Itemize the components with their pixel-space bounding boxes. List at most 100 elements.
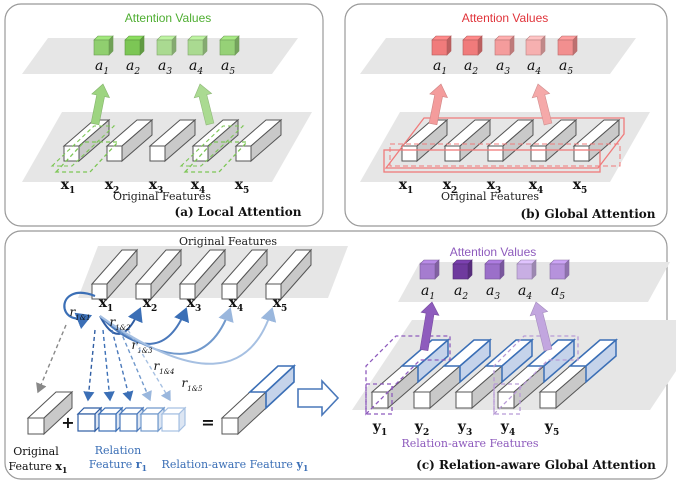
original-feature-label-line2: Feature x1 bbox=[8, 460, 67, 475]
relation-aware-bar-5 bbox=[538, 338, 619, 410]
down-arrow-relation-3 bbox=[111, 329, 134, 402]
attention-label-a4: a4 bbox=[189, 58, 203, 77]
attention-cube-1 bbox=[93, 35, 114, 56]
c-feature-label-x1: x1 bbox=[99, 295, 114, 314]
attention-cube-2 bbox=[462, 35, 483, 56]
original-feature-bar bbox=[26, 390, 74, 436]
transform-arrow bbox=[297, 378, 340, 418]
self-relation-loop bbox=[63, 291, 96, 330]
feature-bar-3 bbox=[148, 118, 197, 163]
relation-feature-label-line1: Relation bbox=[95, 444, 142, 457]
relation-aware-label-y4: y4 bbox=[500, 419, 515, 438]
c-attention-arrow-1 bbox=[419, 301, 440, 352]
panel-a-features-label: Original Features bbox=[113, 190, 211, 203]
c-attention-label-a2: a2 bbox=[454, 283, 468, 302]
feature-label-x5: x5 bbox=[235, 177, 250, 196]
feature-bar-1 bbox=[62, 118, 111, 163]
attention-label-a3: a3 bbox=[496, 58, 510, 77]
relation-aware-bar-4 bbox=[496, 338, 577, 410]
panel-a-caption: (a) Local Attention bbox=[175, 205, 302, 219]
panel-a-title: Attention Values bbox=[125, 11, 212, 25]
attention-label-a4: a4 bbox=[527, 58, 541, 77]
c-feature-label-x4: x4 bbox=[229, 295, 244, 314]
global-box-front bbox=[383, 149, 601, 173]
relation-label-r2: r1&2 bbox=[110, 315, 131, 332]
relation-aware-label-y1: y1 bbox=[372, 419, 387, 438]
relation-cube-1 bbox=[76, 406, 103, 433]
c-feature-label-x3: x3 bbox=[187, 295, 202, 314]
local-window-4b bbox=[179, 125, 245, 167]
c-attention-cube-1 bbox=[419, 259, 440, 280]
relation-aware-bar-3 bbox=[454, 338, 535, 410]
relation-aware-feature-label: Relation-aware Feature y1 bbox=[162, 458, 309, 473]
relation-label-r3: r1&3 bbox=[132, 338, 153, 355]
c-feature-bar-1 bbox=[90, 248, 139, 301]
attention-cube-5 bbox=[219, 35, 240, 56]
global-box-dashed bbox=[389, 143, 621, 167]
original-feature-label-line1: Original bbox=[13, 445, 59, 458]
local-window-1 bbox=[54, 141, 120, 173]
panel-b-features-label: Original Features bbox=[441, 190, 539, 203]
relation-feature-label-line2: Feature r1 bbox=[89, 458, 147, 473]
c-feature-bar-5 bbox=[264, 248, 313, 301]
feature-bar-2 bbox=[105, 118, 154, 163]
feature-label-x1: x1 bbox=[61, 177, 76, 196]
attention-arrow-1 bbox=[90, 83, 111, 126]
attention-label-a2: a2 bbox=[464, 58, 478, 77]
c-attention-cube-2 bbox=[452, 259, 473, 280]
attention-label-a5: a5 bbox=[221, 58, 235, 77]
feature-label-x5: x5 bbox=[573, 177, 588, 196]
relation-label-r5: r1&5 bbox=[182, 376, 203, 393]
panel-b-title: Attention Values bbox=[462, 11, 549, 25]
feature-label-x4: x4 bbox=[529, 177, 544, 196]
panel-c-attention-title: Attention Values bbox=[450, 245, 537, 259]
c-attention-arrow-4 bbox=[529, 301, 553, 352]
relation-aware-label-y2: y2 bbox=[414, 419, 429, 438]
local-window-4 bbox=[183, 141, 249, 173]
local-window-1b bbox=[50, 125, 116, 167]
c-feature-bar-3 bbox=[178, 248, 227, 301]
down-arrow-relation-1 bbox=[83, 329, 96, 402]
c-feature-bar-4 bbox=[220, 248, 269, 301]
plus-sign: + bbox=[61, 413, 74, 432]
panel-c-relation-aware-features-label: Relation-aware Features bbox=[401, 437, 538, 450]
c-attention-label-a4: a4 bbox=[518, 283, 532, 302]
relation-label-r1: r1&1 bbox=[70, 305, 91, 322]
attention-cube-4 bbox=[525, 35, 546, 56]
attention-cube-2 bbox=[124, 35, 145, 56]
relation-cube-3 bbox=[118, 406, 145, 433]
feature-bar-4 bbox=[191, 118, 240, 163]
equals-sign: = bbox=[201, 413, 214, 432]
relation-aware-bar-1 bbox=[370, 338, 451, 410]
relation-cube-4 bbox=[139, 406, 166, 433]
feature-label-x3: x3 bbox=[487, 177, 502, 196]
relation-aware-label-y5: y5 bbox=[544, 419, 559, 438]
attention-cube-1 bbox=[431, 35, 452, 56]
panel-b-caption: (b) Global Attention bbox=[520, 207, 655, 221]
down-arrow-relation-2 bbox=[102, 329, 115, 402]
c-attention-cube-4 bbox=[516, 259, 537, 280]
c-attention-label-a3: a3 bbox=[486, 283, 500, 302]
relation-cube-5 bbox=[160, 406, 187, 433]
c-attention-label-a5: a5 bbox=[551, 283, 565, 302]
global-box-outer bbox=[384, 117, 625, 169]
relation-label-r4: r1&4 bbox=[154, 359, 175, 376]
c-attention-cube-3 bbox=[484, 259, 505, 280]
feature-label-x3: x3 bbox=[149, 177, 164, 196]
relation-arc-3 bbox=[99, 307, 190, 345]
feature-bar-4 bbox=[529, 118, 578, 163]
relation-cube-2 bbox=[97, 406, 124, 433]
feature-label-x1: x1 bbox=[399, 177, 414, 196]
feature-label-x2: x2 bbox=[105, 177, 120, 196]
attention-cube-4 bbox=[187, 35, 208, 56]
relation-aware-label-y3: y3 bbox=[457, 419, 472, 438]
attention-label-a3: a3 bbox=[158, 58, 172, 77]
feature-label-x2: x2 bbox=[443, 177, 458, 196]
attention-label-a2: a2 bbox=[126, 58, 140, 77]
down-arrow-original bbox=[36, 324, 67, 394]
feature-label-x4: x4 bbox=[191, 177, 206, 196]
panel-c-features-title: Original Features bbox=[179, 235, 277, 248]
